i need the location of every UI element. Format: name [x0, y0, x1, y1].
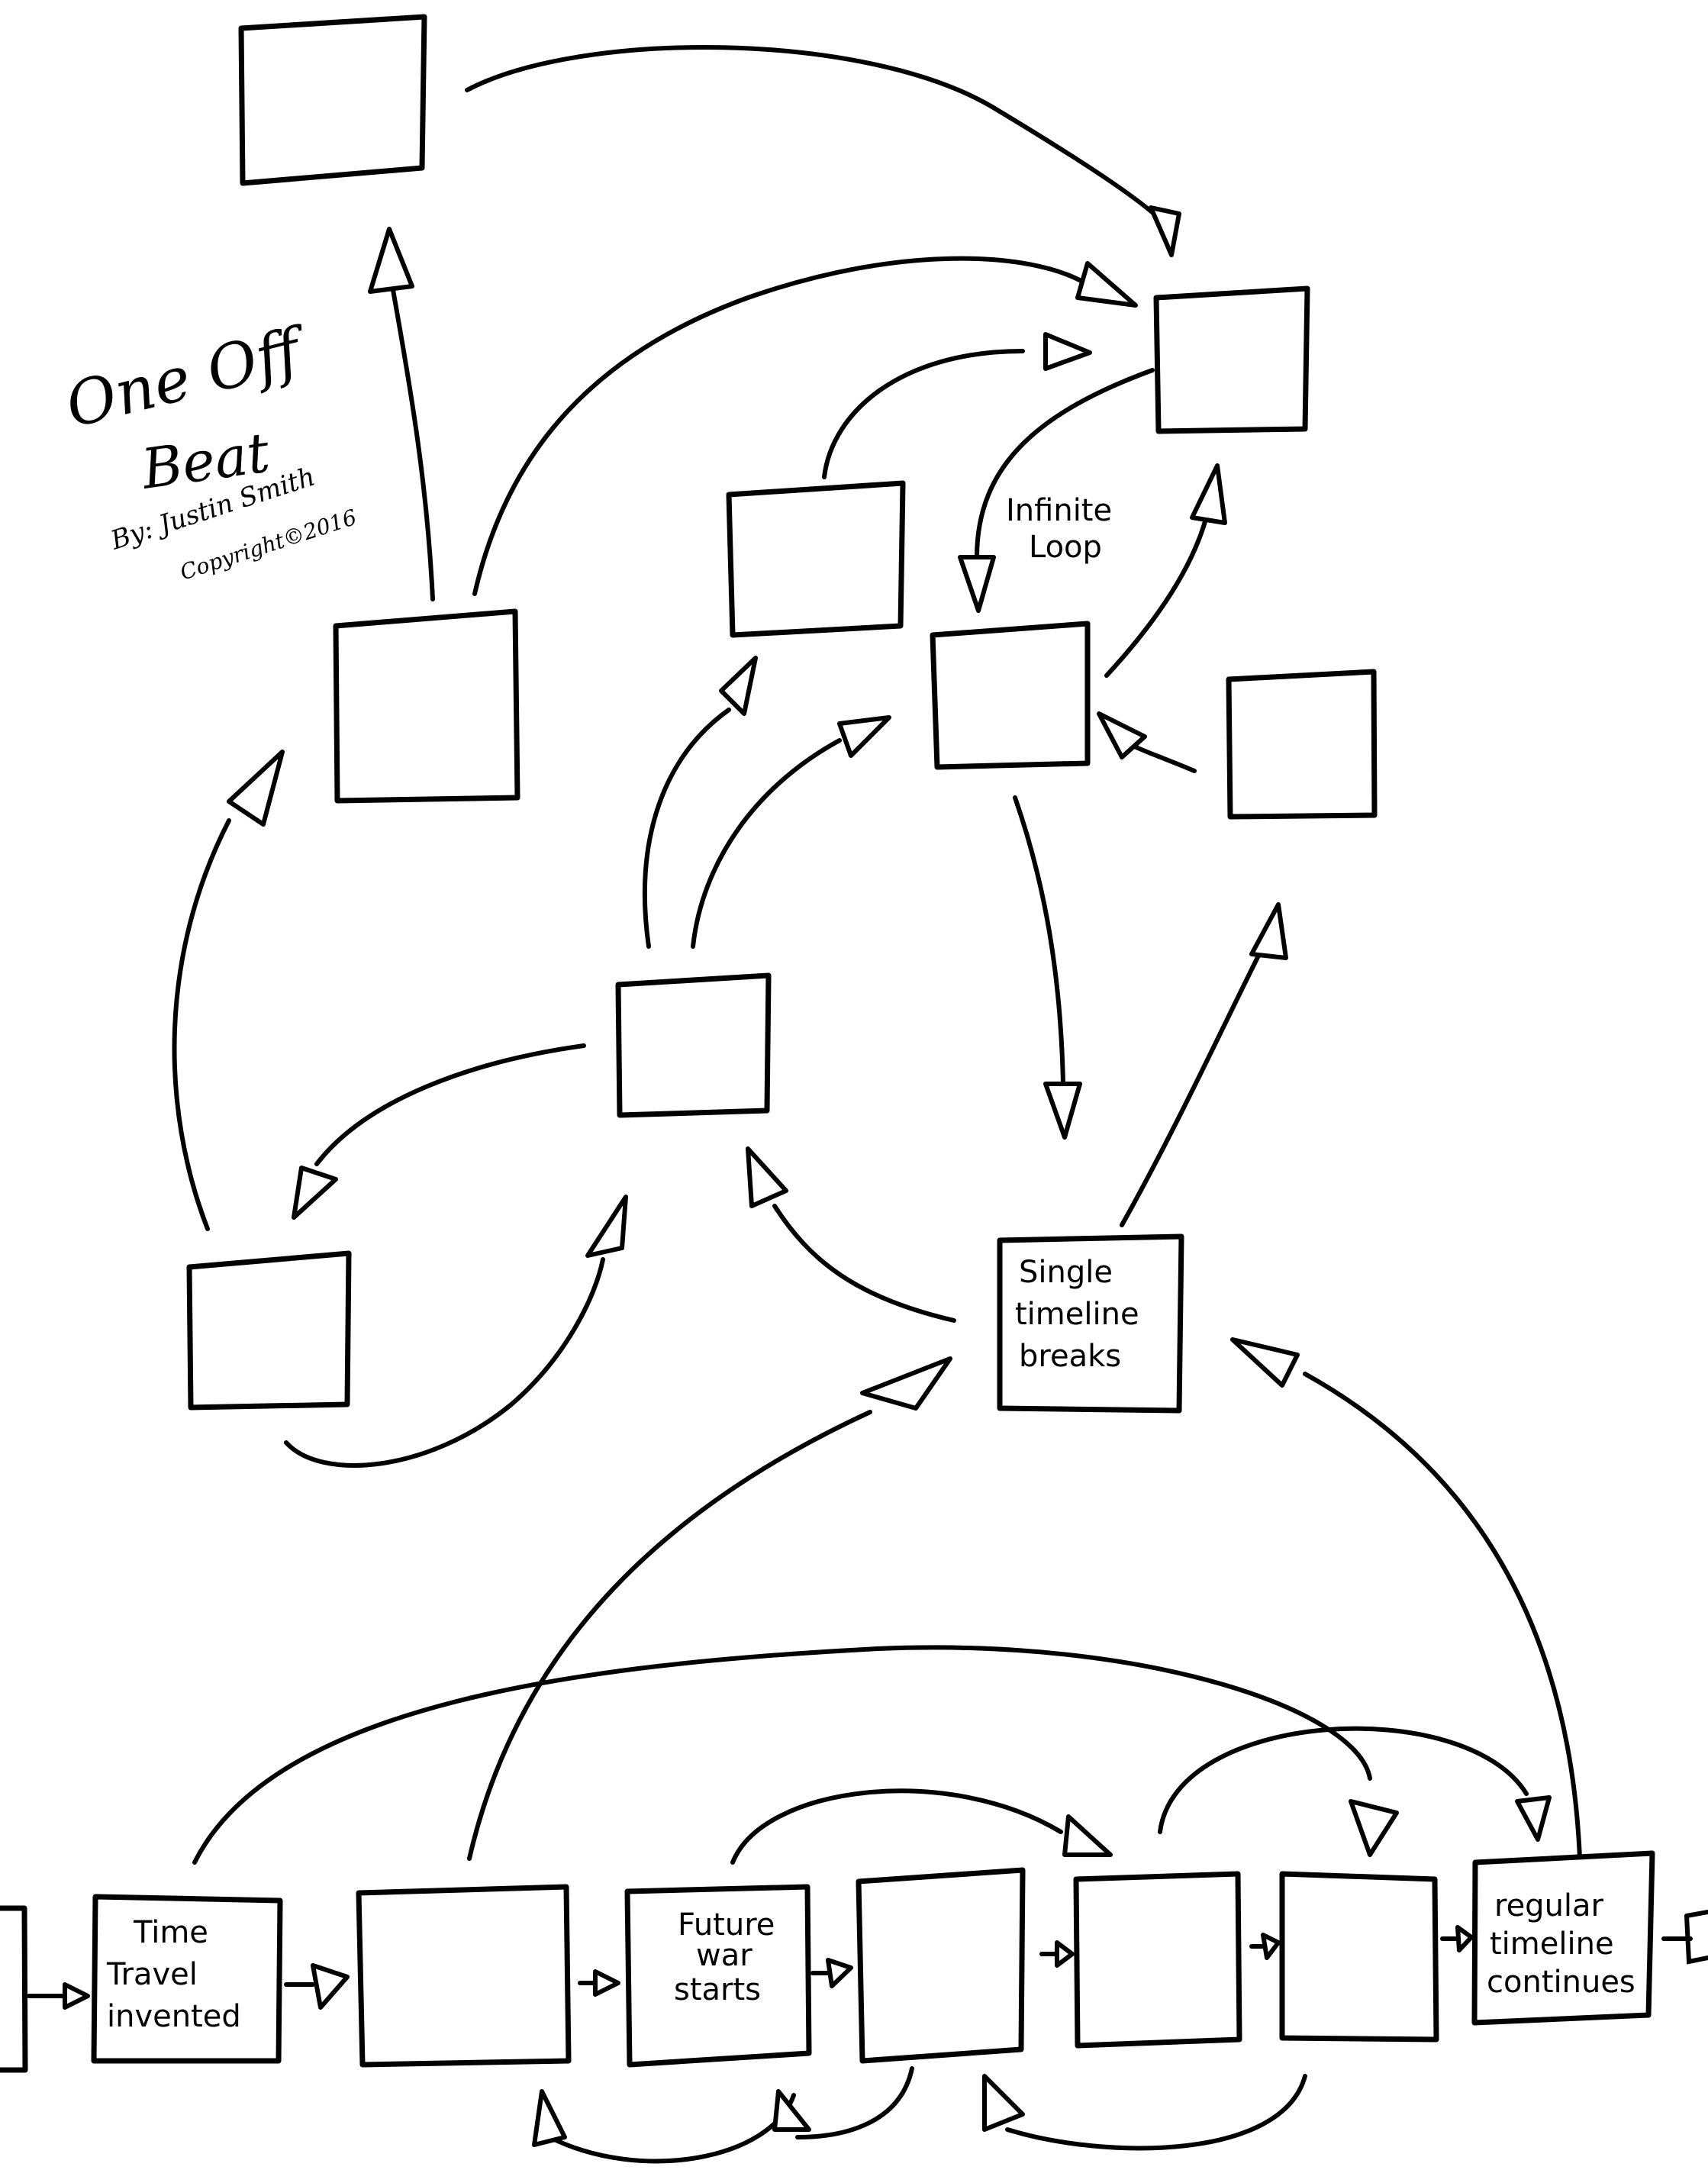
node-top-right[interactable]	[1153, 285, 1310, 434]
future-war-line-3: starts	[674, 1972, 761, 2007]
edge-center-to-loop-node	[691, 738, 842, 949]
edge-single-to-center	[772, 1204, 956, 1323]
arrowhead	[1230, 1337, 1300, 1388]
edge-right-side-to-loop-node	[1127, 742, 1197, 773]
arrowhead	[1349, 1799, 1399, 1857]
node-labels: Infinite Loop Single timeline breaks Tim…	[106, 493, 1635, 2034]
node-future-war[interactable]	[624, 1884, 812, 2068]
edge-row5-to-regular	[1158, 1726, 1529, 1834]
node-center[interactable]	[615, 972, 772, 1118]
edge-single-to-right-side	[1120, 952, 1262, 1227]
edge-regular-to-single	[1303, 1372, 1582, 1861]
regular-timeline-line-3: continues	[1487, 1965, 1635, 2000]
arrowhead	[1249, 902, 1288, 960]
edge-row2-to-single	[467, 1410, 872, 1861]
nodes	[0, 14, 1655, 2073]
node-loop[interactable]	[930, 621, 1091, 770]
edge-center-to-lower-left	[314, 1043, 586, 1166]
edge-upper-mid-to-top-right	[822, 349, 1025, 479]
node-row-4[interactable]	[856, 1867, 1026, 2064]
node-single-timeline[interactable]	[997, 1233, 1184, 1414]
node-time-travel[interactable]	[91, 1894, 283, 2064]
time-travel-line-1: Time	[133, 1915, 208, 1950]
node-lower-left[interactable]	[186, 1250, 352, 1411]
edge-future-war-to-row5	[730, 1788, 1063, 1865]
edge-left-mid-to-top-right	[472, 256, 1086, 596]
edge-top-right-to-loop-node	[975, 368, 1155, 559]
edges	[27, 45, 1708, 2164]
arrowhead	[1149, 205, 1181, 257]
node-upper-mid[interactable]	[726, 480, 906, 638]
arrowhead	[860, 1356, 952, 1411]
single-timeline-line-3: breaks	[1019, 1339, 1121, 1374]
arrowhead	[1190, 463, 1227, 525]
arrowhead	[227, 750, 285, 827]
arrowhead	[746, 1146, 788, 1208]
edge-row6-to-row4	[1005, 2074, 1307, 2151]
arrowhead	[1043, 1082, 1082, 1140]
arrowhead	[1097, 711, 1147, 759]
arrowhead	[585, 1195, 628, 1258]
edge-time-travel-to-row6	[192, 1645, 1372, 1865]
infinite-loop-line-1: Infinite	[1006, 493, 1112, 528]
edge-left-mid-to-top-left	[391, 288, 435, 601]
arrowhead	[368, 227, 414, 294]
arrowhead	[982, 2074, 1025, 2132]
regular-timeline-line-1: regular	[1494, 1888, 1604, 1923]
arrowhead	[1075, 261, 1138, 308]
edge-top-left-to-top-right	[465, 45, 1170, 231]
node-top-left[interactable]	[238, 14, 427, 186]
arrowhead	[1043, 332, 1092, 371]
future-war-line-2: war	[696, 1938, 752, 1973]
arrowhead	[1515, 1795, 1552, 1842]
single-timeline-line-1: Single	[1019, 1255, 1113, 1290]
single-timeline-line-2: timeline	[1015, 1297, 1139, 1332]
arrowhead	[1062, 1814, 1113, 1857]
node-right-side[interactable]	[1226, 669, 1378, 820]
arrowhead	[772, 2089, 811, 2132]
arrowhead	[837, 715, 891, 758]
arrowhead	[719, 656, 758, 716]
edge-row4-to-future-war	[795, 2066, 914, 2139]
edge-lower-left-to-center	[284, 1257, 605, 1468]
arrowhead	[958, 555, 996, 613]
node-row-5[interactable]	[1073, 1871, 1242, 2049]
edge-center-to-upper-mid	[642, 708, 731, 949]
title-line-1: One Off	[59, 313, 316, 442]
arrowhead	[292, 1166, 338, 1220]
edge-future-war-to-row2	[547, 2093, 796, 2164]
time-travel-line-3: invented	[107, 1999, 241, 2034]
row-connectors	[27, 1910, 1708, 2010]
edge-loop-node-to-single	[1013, 795, 1065, 1086]
node-left-mid[interactable]	[333, 608, 520, 804]
edge-lower-left-to-left-mid	[172, 818, 231, 1231]
arrowhead	[532, 2089, 567, 2147]
node-regular-timeline[interactable]	[1471, 1850, 1655, 2026]
infinite-loop-line-2: Loop	[1029, 530, 1102, 565]
title-block: One Off Beat By: Justin Smith Copyright©…	[59, 313, 359, 585]
node-row-6[interactable]	[1279, 1871, 1439, 2043]
regular-timeline-line-2: timeline	[1490, 1927, 1614, 1962]
node-row-0[interactable]	[0, 1905, 28, 2073]
future-war-line-1: Future	[678, 1907, 775, 1943]
time-travel-line-2: Travel	[106, 1957, 198, 1992]
edge-loop-node-to-top-right	[1104, 517, 1208, 678]
node-row-2[interactable]	[356, 1884, 572, 2068]
